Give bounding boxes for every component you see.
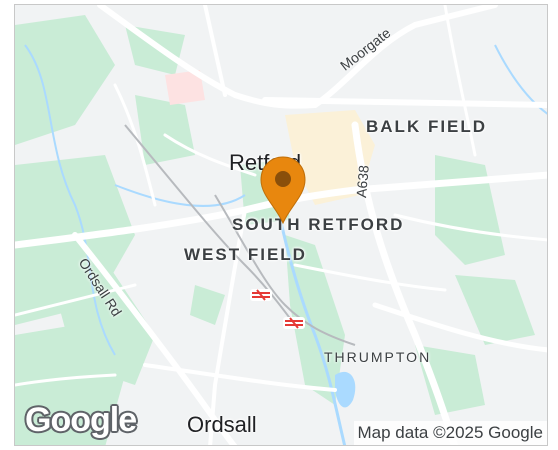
retail-area bbox=[165, 70, 205, 105]
google-logo[interactable]: Google bbox=[25, 401, 137, 439]
park-area bbox=[415, 345, 485, 415]
area-label-south-retford: SOUTH RETFORD bbox=[232, 215, 405, 234]
roads bbox=[15, 5, 547, 445]
park-area bbox=[135, 95, 195, 165]
railway-lines bbox=[124, 124, 356, 346]
park-area bbox=[455, 275, 535, 345]
area-label-balk-field: BALK FIELD bbox=[366, 117, 488, 136]
park-area bbox=[190, 285, 225, 325]
park-area bbox=[45, 245, 155, 385]
map-pin-icon[interactable] bbox=[258, 155, 308, 225]
area-label-west-field: WEST FIELD bbox=[184, 245, 307, 264]
map-pin-dot bbox=[275, 171, 291, 187]
park-area bbox=[15, 15, 115, 145]
water-body bbox=[335, 371, 356, 408]
map-canvas[interactable] bbox=[15, 5, 548, 446]
area-label-thrumpton: THRUMPTON bbox=[324, 349, 432, 365]
map-container[interactable]: Moorgate BALK FIELD Retford A638 SOUTH R… bbox=[14, 4, 548, 446]
town-centre-area bbox=[285, 110, 375, 205]
park-area bbox=[285, 235, 345, 405]
map-attribution[interactable]: Map data ©2025 Google bbox=[353, 421, 547, 445]
national-rail-icon[interactable] bbox=[250, 289, 272, 301]
town-label-ordsall: Ordsall bbox=[187, 412, 257, 437]
national-rail-icon[interactable] bbox=[283, 317, 305, 329]
road-label-a638: A638 bbox=[353, 164, 372, 199]
